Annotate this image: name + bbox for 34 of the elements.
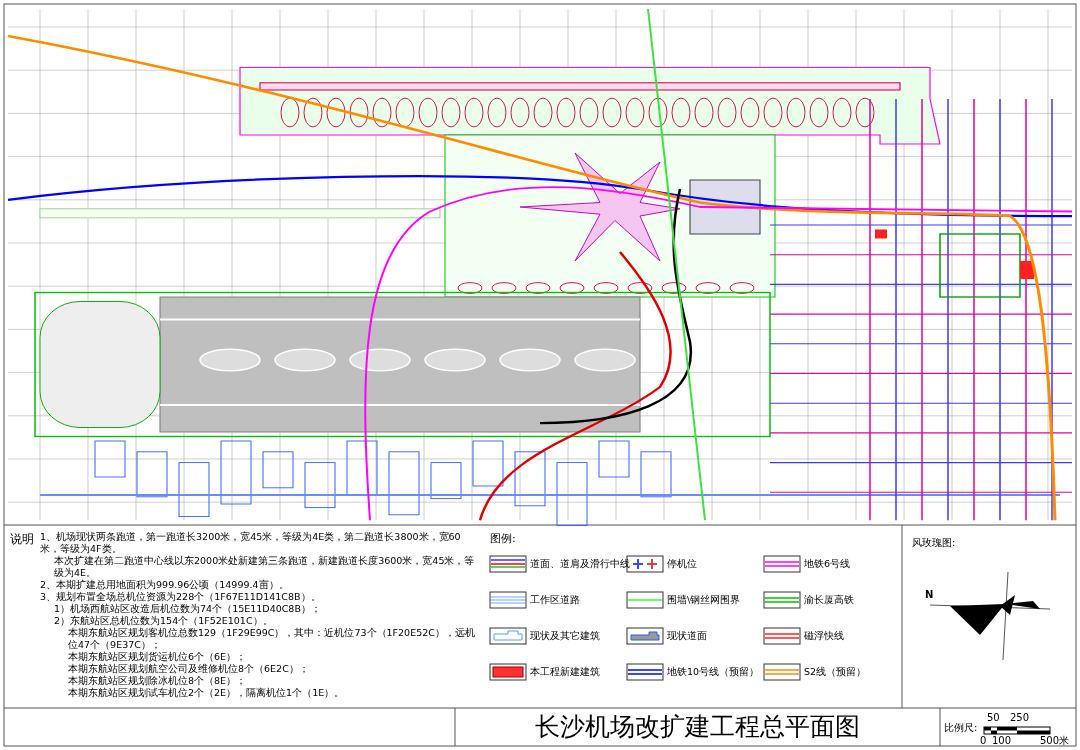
- legend-heading: 图例:: [490, 533, 516, 544]
- note-text: 2）东航站区总机位数为154个（1F52E101C）。: [54, 615, 274, 627]
- legend-text: 停机位: [667, 559, 697, 569]
- legend-text: 工作区道路: [530, 595, 580, 605]
- scale-number: 50: [987, 713, 1000, 723]
- note-text: 2、本期扩建总用地面积为999.96公顷（14999.4亩）。: [40, 579, 290, 591]
- note-text: 本期东航站区规划航空公司及维修机位8个（6E2C）；: [68, 663, 310, 675]
- legend-text: 地铁6号线: [804, 559, 851, 569]
- legend-text: 现状道面: [667, 631, 707, 641]
- scale-number: 0: [980, 736, 987, 746]
- scale-number: 500米: [1040, 736, 1070, 746]
- note-text: 3、规划布置全场总机位资源为228个（1F67E11D141C8B）。: [40, 591, 322, 603]
- note-text: 本期东航站区规划货运机位6个（6E）；: [68, 651, 248, 663]
- note-text: 1、机场现状两条跑道，第一跑道长3200米，宽45米，等级为4E类，第二跑道长3800米，宽60米，等级为4F类。: [40, 531, 462, 555]
- legend-text: 磁浮快线: [804, 631, 844, 641]
- note-text: 本次扩建在第二跑道中心线以东2000米处新建第三条跑道，新建跑道长度3600米，宽45米，等级为4E。: [54, 555, 476, 579]
- north-mark: N: [925, 590, 934, 600]
- wind-rose-heading: 风玫瑰图:: [912, 538, 956, 548]
- legend-text: 本工程新建建筑: [530, 667, 600, 677]
- scale-heading: 比例尺:: [944, 723, 978, 733]
- legend-text: 现状及其它建筑: [530, 631, 600, 641]
- legend-text: 地铁10号线（预留）: [667, 667, 760, 677]
- notes-heading: 说明: [10, 533, 34, 545]
- note-text: 本期东航站区规划除冰机位8个（8E）；: [68, 675, 248, 687]
- legend-text: 围墙\钢丝网围界: [667, 595, 741, 605]
- scale-number: 100: [992, 736, 1012, 746]
- scale-number: 250: [1010, 713, 1030, 723]
- legend-text: 道面、道肩及滑行中线: [530, 559, 630, 569]
- drawing-title: 长沙机场改扩建工程总平面图: [534, 714, 861, 739]
- note-text: 本期东航站区规划客机位总数129（1F29E99C），其中：近机位73个（1F20E52C），远机位47个（9E37C）；: [68, 627, 476, 651]
- note-text: 1）机场西航站区改造后机位数为74个（15E11D40C8B）；: [54, 603, 322, 615]
- note-text: 本期东航站区规划试车机位2个（2E），隔离机位1个（1E）。: [68, 687, 346, 699]
- legend-text: 渝长厦高铁: [804, 595, 854, 605]
- legend-text: S2线（预留）: [804, 667, 867, 677]
